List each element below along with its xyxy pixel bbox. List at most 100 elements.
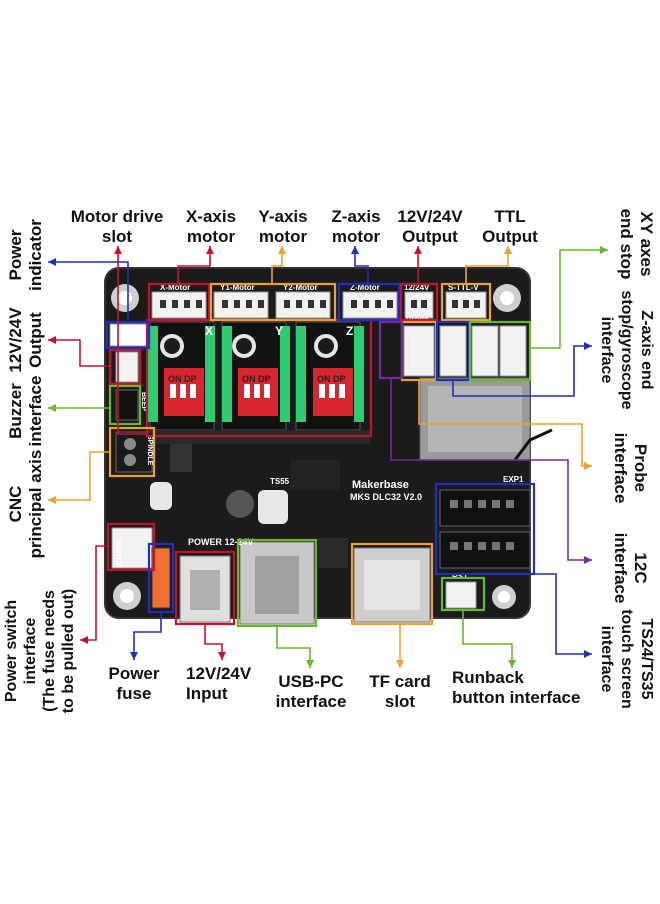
spindle-terminal: [115, 431, 153, 473]
label-line: interface: [611, 432, 630, 504]
label-line: Y-axis: [258, 207, 308, 226]
label-buzzer-interface: Buzzer interface: [6, 370, 46, 452]
leader-ts24: [534, 573, 592, 655]
silk-y1-motor: Y1-Motor: [220, 283, 255, 292]
label-power-fuse: Power fuse: [100, 664, 168, 704]
label-line: 12V/24V: [186, 664, 252, 683]
label-line: USB-PC: [278, 672, 344, 691]
label-line: to be pulled out): [60, 588, 77, 714]
silk-axis-z: Z: [346, 324, 353, 338]
box-buzzer: [108, 384, 142, 426]
label-usb-pc: USB-PC interface: [268, 672, 354, 712]
silk-rst: RST: [452, 572, 468, 581]
box-power-switch: [106, 522, 156, 572]
label-z-axis-motor: Z-axis motor: [320, 207, 392, 247]
silk-switch: SWITCH: [114, 540, 121, 568]
silk-dip-x: ON DP: [168, 374, 197, 384]
silk-dip-y: ON DP: [242, 374, 271, 384]
label-line: indicator: [26, 219, 45, 291]
box-12v-out-left: [108, 348, 142, 386]
label-power-indicator: Power indicator: [6, 210, 46, 300]
rst-connector: [445, 581, 477, 609]
driver-modules: [148, 321, 364, 431]
box-xy-endstop: [468, 320, 532, 382]
silk-axis-x: X: [205, 324, 213, 338]
label-line: button interface: [452, 688, 581, 707]
leader-12v-left: [48, 339, 110, 367]
label-runback: Runback button interface: [452, 668, 582, 708]
label-xy-end-stop: XY axes end stop: [616, 198, 656, 290]
label-line: TS24/TS35: [638, 618, 655, 700]
label-line: interface: [26, 375, 45, 447]
silk-axis-y: Y: [275, 324, 283, 338]
label-line: Power switch: [3, 599, 20, 703]
label-line: motor: [186, 227, 236, 246]
leader-x-axis: [177, 246, 211, 284]
label-line: Power: [108, 664, 160, 683]
label-line: interface: [22, 617, 39, 685]
label-line: interface: [611, 532, 630, 604]
label-line: slot: [101, 227, 133, 246]
label-line: CNC: [6, 485, 25, 523]
label-line: 12V/24V: [397, 207, 463, 226]
silk-beep: BEEP: [140, 392, 147, 411]
cap-220: [258, 490, 288, 524]
label-12v24v-output-left: 12V/24V Output: [6, 302, 46, 378]
leader-motor-drive: [117, 246, 147, 435]
label-line: touch screen: [618, 609, 635, 709]
box-12v-out-top: [399, 282, 439, 322]
label-line: Z-axis end: [638, 310, 655, 390]
leader-xy-endstop: [530, 249, 608, 349]
leader-cnc: [48, 451, 110, 501]
silk-power: POWER 12-24V: [188, 537, 254, 547]
label-i2c-interface: 12C interface: [610, 528, 650, 608]
label-line: principal axis: [26, 449, 45, 559]
label-line: Motor drive: [70, 207, 164, 226]
label-12v24v-output-top: 12V/24V Output: [392, 207, 468, 247]
leader-usb: [276, 626, 311, 668]
label-line: Z-axis: [331, 207, 381, 226]
label-12v24v-input: 12V/24V Input: [186, 664, 266, 704]
box-y-headers: [209, 282, 337, 322]
label-line: 12C: [631, 552, 650, 584]
label-power-switch: Power switch interface (The fuse needs t…: [2, 572, 78, 730]
label-line: motor: [258, 227, 308, 246]
label-line: Buzzer: [6, 383, 25, 439]
label-line: motor: [331, 227, 381, 246]
label-line: end stop: [617, 208, 636, 280]
label-ttl-output: TTL Output: [474, 207, 546, 247]
label-line: Power: [6, 229, 25, 281]
leader-runback: [462, 610, 513, 668]
silk-y2-motor: Y2-Motor: [283, 283, 318, 292]
leader-i2c: [390, 378, 592, 561]
label-line: TF card: [369, 672, 431, 691]
label-motor-drive-slot: Motor drive slot: [62, 207, 172, 247]
label-line: Runback: [452, 668, 524, 687]
label-line: Output: [402, 227, 458, 246]
label-line: fuse: [116, 684, 152, 703]
label-line: (The fuse needs: [41, 590, 58, 712]
arrowheads: [48, 246, 608, 668]
label-y-axis-motor: Y-axis motor: [247, 207, 319, 247]
buzzer-connector: [115, 389, 139, 421]
switch-connector: [111, 527, 153, 569]
leader-ttl: [465, 246, 509, 284]
box-z-header: [337, 282, 401, 322]
label-probe-interface: Probe interface: [610, 428, 650, 508]
label-line: X-axis: [185, 207, 237, 226]
box-exp: [434, 482, 536, 576]
silk-brand: Makerbase: [352, 479, 409, 491]
leader-z-endstop: [452, 345, 592, 397]
leader-power-fuse: [133, 612, 162, 660]
silk-ttl: S-TTL-V: [448, 283, 479, 292]
big-cap-left: [150, 482, 172, 510]
label-z-end-stop: Z-axis end stop/gyroscope interface: [596, 290, 656, 410]
silk-dip-z: ON DP: [317, 374, 346, 384]
leader-y-axis: [271, 246, 283, 284]
silk-z-motor: Z-Motor: [350, 283, 380, 292]
fuse: [151, 547, 171, 609]
label-line: Output: [482, 227, 538, 246]
leader-power-indicator: [48, 261, 129, 322]
label-line: slot: [384, 692, 416, 711]
